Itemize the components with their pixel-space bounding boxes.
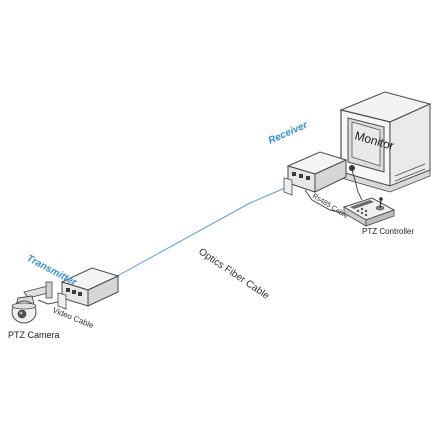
transmitter-device [57, 267, 120, 310]
receiver-label: Receiver [267, 119, 311, 146]
ptz-camera [11, 281, 53, 324]
ptz-controller [342, 197, 396, 227]
rs485-cable-label: Rs485 Cable [311, 193, 349, 220]
monitor [339, 91, 432, 193]
optics-fiber-cable-label: Optics Fiber Cable [196, 246, 271, 302]
receiver-device [283, 151, 348, 196]
video-cable-label: Video Cable [51, 306, 95, 331]
ptz-camera-label: PTZ Camera [8, 330, 60, 340]
video-cable [37, 299, 59, 305]
ptz-controller-label: PTZ Controller [362, 227, 414, 236]
